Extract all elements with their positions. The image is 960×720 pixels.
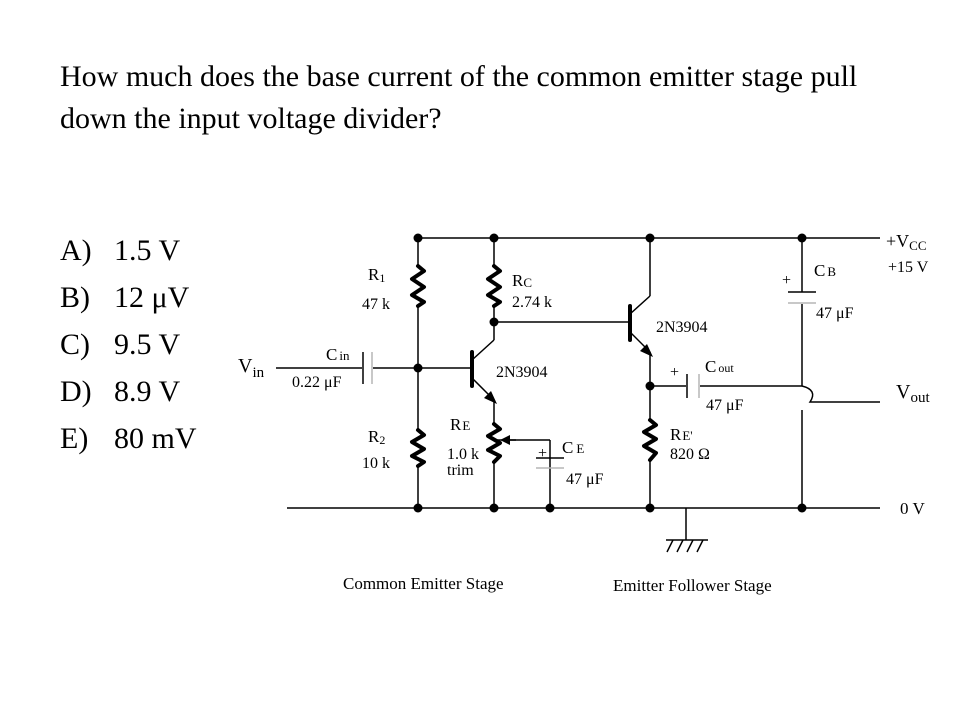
answer-a[interactable]: A)1.5 V (60, 234, 181, 267)
rc-resistor (486, 264, 502, 308)
ground-rail-label: 0 V (900, 499, 925, 518)
vin-label: Vin (238, 355, 265, 381)
r2-value: 10 k (362, 455, 390, 472)
cout-capacitor (686, 374, 700, 398)
ce-plus: + (538, 445, 547, 462)
re-trim-resistor (486, 422, 516, 464)
re-prime-label: RE' (670, 425, 693, 444)
answer-d[interactable]: D)8.9 V (60, 375, 181, 408)
rc-value: 2.74 k (512, 294, 552, 311)
cin-value: 0.22 μF (292, 374, 342, 391)
re-note: trim (447, 462, 474, 479)
re-prime-value: 820 Ω (670, 446, 710, 463)
answer-e[interactable]: E)80 mV (60, 422, 197, 455)
q2-transistor (628, 238, 653, 357)
vout-label: Vout (896, 381, 930, 406)
answer-c[interactable]: C)9.5 V (60, 328, 181, 361)
stage2-caption: Emitter Follower Stage (613, 576, 772, 595)
cb-capacitor (788, 291, 816, 304)
re-prime-resistor (642, 418, 658, 462)
q1-label: 2N3904 (496, 364, 548, 381)
r1-resistor (410, 264, 426, 308)
r2-resistor (410, 428, 426, 468)
answer-list: A)1.5 V B)12 μV C)9.5 V D)8.9 V E)80 mV (60, 227, 197, 462)
ground-symbol (666, 508, 708, 553)
cout-plus: + (670, 364, 679, 381)
q1-transistor (470, 339, 497, 404)
stage1-caption: Common Emitter Stage (343, 574, 504, 593)
answer-b[interactable]: B)12 μV (60, 281, 190, 314)
rc-label: RC (512, 271, 532, 290)
junction-dots (413, 233, 807, 513)
r1-value: 47 k (362, 296, 390, 313)
ce-capacitor (536, 457, 564, 469)
cb-plus: + (782, 272, 791, 289)
ce-value: 47 μF (566, 471, 604, 488)
cb-value: 47 μF (816, 305, 854, 322)
emitter-follower-wire (649, 352, 880, 508)
vcc-label: +VCC (886, 231, 927, 253)
vcc-value: +15 V (888, 259, 929, 276)
cin-capacitor (362, 352, 373, 384)
r1-label: R1 (368, 265, 385, 285)
re-value: 1.0 k (447, 446, 479, 463)
q2-label: 2N3904 (656, 319, 708, 336)
re-label: RE (450, 415, 470, 434)
r2-label: R2 (368, 427, 385, 447)
question-text: How much does the base current of the co… (60, 60, 858, 135)
cout-value: 47 μF (706, 397, 744, 414)
